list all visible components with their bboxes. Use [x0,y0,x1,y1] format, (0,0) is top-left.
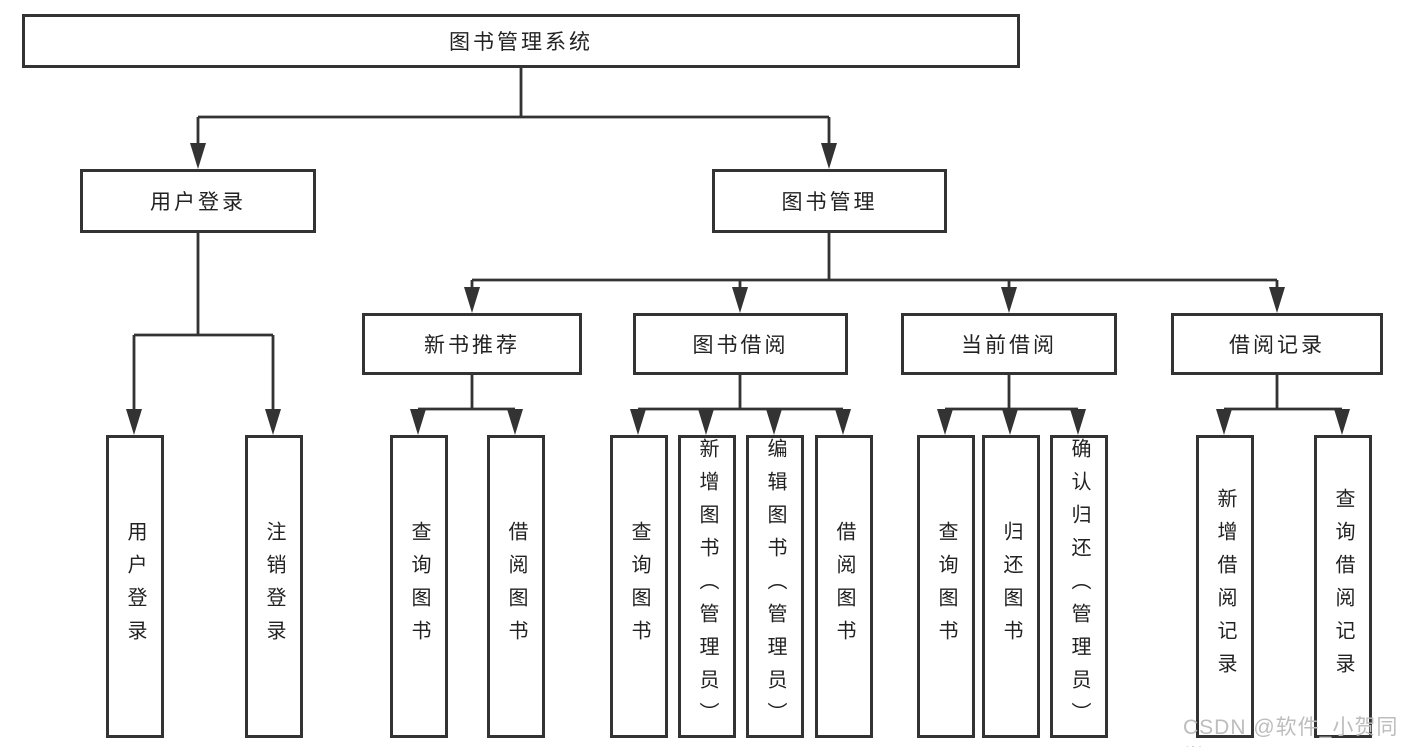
node-current-borrow: 当前借阅 [901,313,1117,375]
arrowheads [126,143,1350,435]
node-user-login: 用户登录 [80,169,316,233]
leaf-confirm-return-admin: 确认归还（管理员） [1050,435,1108,738]
leaf-borrow-books: 借阅图书 [815,435,873,738]
leaf-query-books-current: 查询图书 [917,435,975,738]
leaf-query-books-recommend: 查询图书 [390,435,448,738]
leaf-query-borrow-record: 查询借阅记录 [1314,435,1372,738]
node-book-borrow: 图书借阅 [633,313,848,375]
leaf-borrow-books-recommend: 借阅图书 [487,435,545,738]
leaf-edit-book-admin: 编辑图书（管理员） [746,435,804,738]
node-book-management: 图书管理 [712,169,947,233]
leaf-user-login: 用户登录 [106,435,164,738]
leaf-add-borrow-record: 新增借阅记录 [1196,435,1254,738]
leaf-logout: 注销登录 [245,435,303,738]
leaf-return-book: 归还图书 [982,435,1040,738]
leaf-add-book-admin: 新增图书（管理员） [678,435,736,738]
node-system-root: 图书管理系统 [22,14,1020,68]
node-borrow-records: 借阅记录 [1171,313,1383,375]
leaf-query-books-borrow: 查询图书 [610,435,668,738]
watermark: CSDN @软件_小贺同学 [1183,716,1399,747]
node-new-book-recommend: 新书推荐 [362,313,582,375]
